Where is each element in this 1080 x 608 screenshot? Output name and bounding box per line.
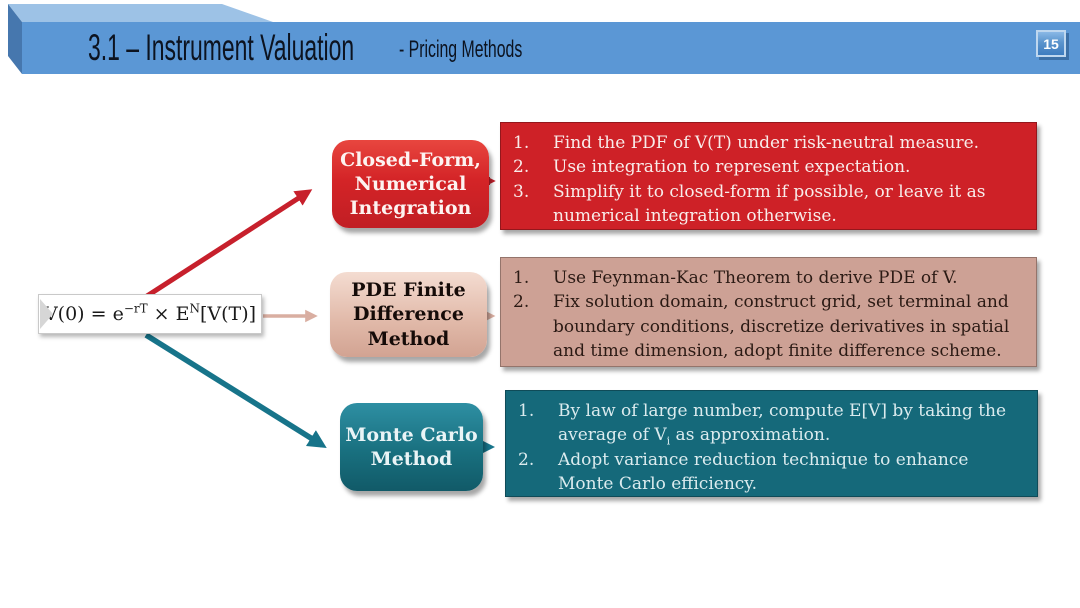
list-item: 2. Use integration to represent expectat… bbox=[513, 155, 1026, 179]
list-item: 2. Adopt variance reduction technique to… bbox=[518, 448, 1027, 497]
ribbon-side-face bbox=[8, 4, 22, 74]
method-label: PDE Finite Difference Method bbox=[351, 279, 466, 350]
valuation-formula-box: V(0) = e−rT × EN[V(T)] bbox=[38, 294, 262, 334]
formula-exponent-n: N bbox=[189, 301, 201, 316]
page-number: 15 bbox=[1043, 35, 1059, 52]
item-text: Use Feynman-Kac Theorem to derive PDE of… bbox=[553, 268, 958, 288]
item-text: Use integration to represent expectation… bbox=[553, 157, 911, 178]
arrow-formula-to-closed-form bbox=[145, 189, 313, 299]
page-number-badge: 15 bbox=[1036, 30, 1066, 57]
item-text: Find the PDF of V(T) under risk-neutral … bbox=[553, 133, 980, 153]
item-number: 2. bbox=[513, 292, 530, 313]
method-box-closed-form: Closed-Form, Numerical Integration bbox=[332, 140, 489, 228]
list-item: 1. Use Feynman-Kac Theorem to derive PDE… bbox=[513, 266, 1026, 290]
ribbon-top-face bbox=[8, 4, 273, 22]
valuation-formula: V(0) = e−rT × EN[V(T)] bbox=[44, 303, 256, 325]
desc-box-pde: 1. Use Feynman-Kac Theorem to derive PDE… bbox=[500, 257, 1037, 367]
method-box-pde: PDE Finite Difference Method bbox=[330, 272, 487, 357]
item-number: 1. bbox=[518, 401, 535, 421]
item-number: 3. bbox=[513, 181, 530, 202]
item-text: By law of large number, compute E[V] by … bbox=[558, 399, 1027, 448]
ribbon-front-face bbox=[22, 22, 1080, 74]
method-label: Closed-Form, Numerical Integration bbox=[340, 148, 481, 220]
method-box-monte-carlo: Monte Carlo Method bbox=[340, 403, 483, 491]
item-number: 1. bbox=[513, 268, 530, 288]
page-subtitle: - Pricing Methods bbox=[399, 36, 523, 63]
list-item: 1. By law of large number, compute E[V] … bbox=[518, 399, 1027, 448]
closed-form-steps: 1. Find the PDF of V(T) under risk-neutr… bbox=[513, 131, 1026, 228]
pde-steps: 1. Use Feynman-Kac Theorem to derive PDE… bbox=[513, 266, 1026, 363]
item-text: Simplify it to closed-form if possible, … bbox=[553, 181, 986, 226]
item-text: Fix solution domain, construct grid, set… bbox=[553, 292, 1010, 361]
formula-mid: × E bbox=[147, 303, 190, 325]
method-label: Monte Carlo Method bbox=[345, 423, 478, 470]
item-text-pre: By law of large number, compute E[V] by … bbox=[558, 401, 1007, 446]
item-number: 1. bbox=[513, 133, 530, 153]
monte-carlo-steps: 1. By law of large number, compute E[V] … bbox=[518, 399, 1027, 496]
item-number: 2. bbox=[513, 157, 530, 178]
formula-left-triangle bbox=[40, 299, 53, 329]
list-item: 3. Simplify it to closed-form if possibl… bbox=[513, 180, 1026, 229]
list-item: 2. Fix solution domain, construct grid, … bbox=[513, 290, 1026, 363]
desc-box-monte-carlo: 1. By law of large number, compute E[V] … bbox=[505, 390, 1038, 497]
desc-box-closed-form: 1. Find the PDF of V(T) under risk-neutr… bbox=[500, 122, 1037, 230]
header-titles: 3.1 – Instrument Valuation - Pricing Met… bbox=[88, 22, 586, 74]
formula-pre: V(0) = e bbox=[43, 303, 124, 325]
formula-post: [V(T)] bbox=[200, 303, 257, 325]
item-text-subscript: i bbox=[666, 434, 671, 448]
formula-exponent-rt: −rT bbox=[123, 301, 148, 316]
item-number: 2. bbox=[518, 449, 535, 470]
list-item: 1. Find the PDF of V(T) under risk-neutr… bbox=[513, 131, 1026, 155]
arrow-formula-to-monte-carlo bbox=[144, 332, 327, 448]
item-text: Adopt variance reduction technique to en… bbox=[558, 449, 969, 494]
header-banner-ribbon bbox=[8, 4, 1080, 74]
item-text-post: as approximation. bbox=[670, 425, 831, 446]
page-title: 3.1 – Instrument Valuation bbox=[88, 27, 355, 68]
